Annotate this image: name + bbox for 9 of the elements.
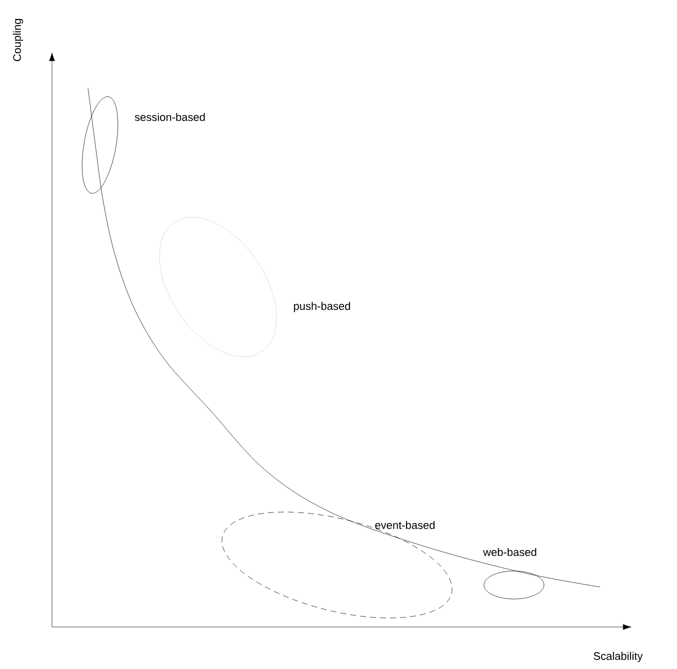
ellipse-region: push-based [159, 216, 350, 357]
axis-label: Coupling [12, 19, 24, 62]
ellipse-region: session-based [82, 96, 205, 194]
node-label: push-based [294, 302, 350, 312]
node-label: web-based [483, 548, 536, 556]
ellipse-region: web-based [483, 548, 544, 600]
ellipse-region: event-based [222, 512, 452, 618]
axis-label: Scalability [594, 652, 643, 662]
node-label: session-based [134, 112, 205, 122]
